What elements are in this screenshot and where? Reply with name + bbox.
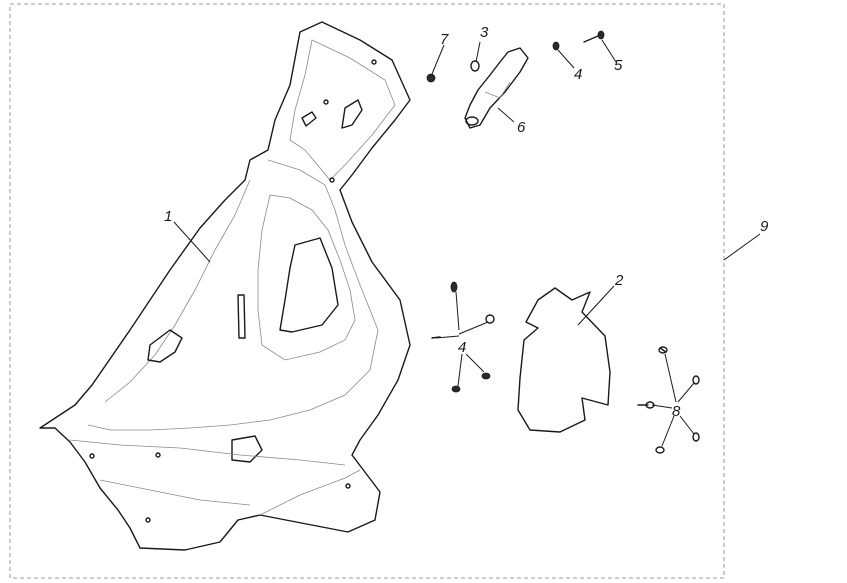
label-part-9: 9 [760, 218, 769, 235]
label-part-1: 1 [164, 208, 172, 225]
label-part-3: 3 [480, 24, 489, 41]
label-part-6: 6 [517, 119, 526, 136]
part-3-washer [470, 60, 480, 72]
label-part-2: 2 [614, 272, 624, 289]
assembly-frame [9, 3, 725, 579]
part-5-screw [583, 30, 605, 43]
label-part-5: 5 [614, 57, 623, 74]
leader-lines [173, 39, 761, 447]
part-8-fasteners [637, 346, 700, 454]
part-7-nut [426, 73, 436, 83]
label-part-8: 8 [672, 403, 681, 420]
label-part-4-top: 4 [574, 66, 582, 83]
label-part-7: 7 [440, 31, 449, 48]
part-1-main-shield [39, 21, 411, 551]
part-6-bracket [464, 47, 529, 129]
part-4-plug-top [552, 41, 560, 51]
part-2-gasket [517, 287, 611, 433]
label-part-4-lower: 4 [458, 339, 466, 356]
part-4-plugs-lower [431, 281, 495, 393]
